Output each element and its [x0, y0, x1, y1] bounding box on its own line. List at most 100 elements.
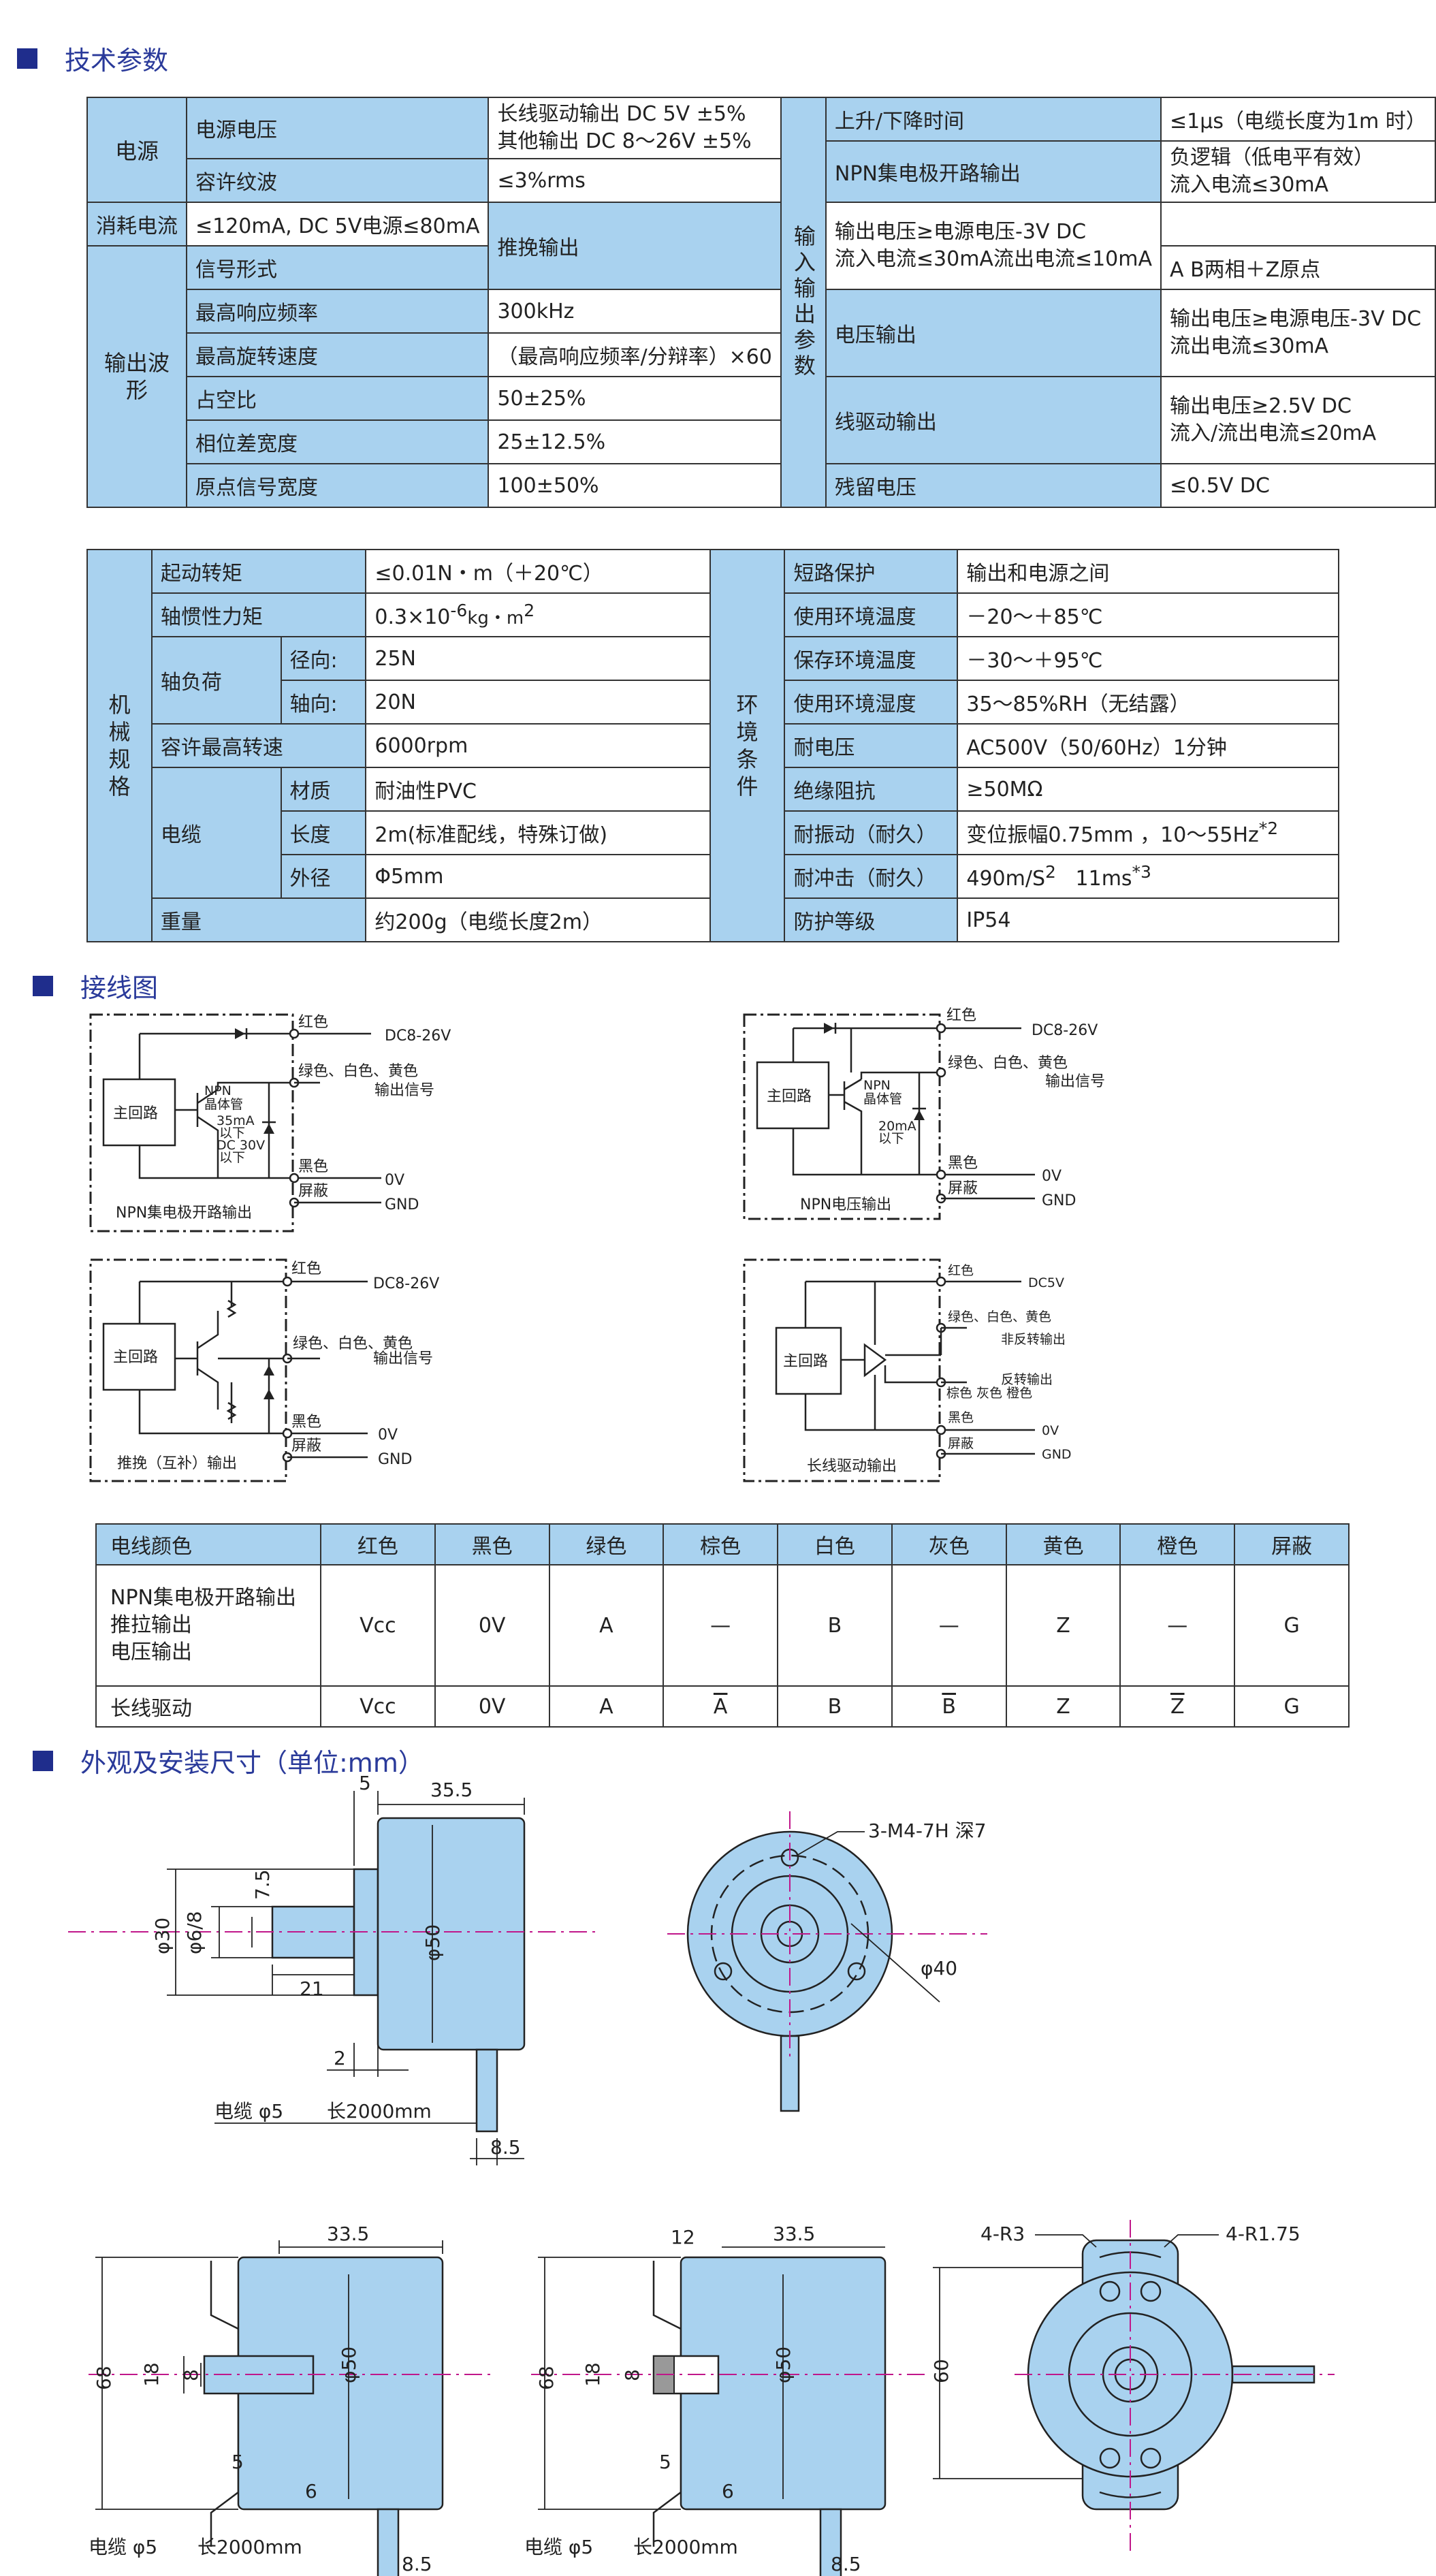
group-io: 输入输出参数 — [780, 97, 827, 508]
header-cell: 灰色 — [891, 1523, 1007, 1565]
dim-phi30: φ30 — [151, 1918, 174, 1954]
label-length: 长度 — [280, 810, 367, 855]
label-material: 材质 — [280, 767, 367, 812]
label-duty: 占空比 — [185, 376, 490, 421]
dim-7-5: 7.5 — [251, 1869, 274, 1900]
value-short: 输出和电源之间 — [957, 549, 1339, 594]
dim-4-r3: 4-R3 — [980, 2223, 1025, 2245]
dim-8-3: 8 — [621, 2369, 643, 2381]
dim-m4: 3-M4-7H 深7 — [868, 1819, 987, 1842]
dim-phi50-2: φ50 — [338, 2347, 360, 2383]
gnd-label: GND — [385, 1196, 419, 1213]
section-title-text: 接线图 — [80, 973, 159, 1003]
caption-linedriver: 长线驱动输出 — [807, 1458, 897, 1475]
label-max-speed: 最高旋转速度 — [185, 332, 490, 377]
dc-label: DC8-26V — [373, 1275, 439, 1292]
header-cell: 橙色 — [1119, 1523, 1236, 1565]
outsig-label: 输出信号 — [373, 1350, 433, 1367]
outsig-label: 输出信号 — [374, 1082, 434, 1099]
value-torque: ≤0.01N・m（＋20℃） — [365, 549, 711, 594]
dim-phi6-8: φ6/8 — [183, 1911, 206, 1954]
value-axial: 20N — [365, 680, 711, 725]
label-line-driver: 线驱动输出 — [825, 376, 1162, 464]
dim-68-3: 68 — [535, 2366, 558, 2390]
value-npn-oc: 负逻辑（低电平有效）流入电流≤30mA — [1160, 140, 1436, 203]
label-max-rpm: 容许最高转速 — [150, 723, 367, 768]
bgo-label: 棕色 灰色 橙色 — [946, 1386, 1032, 1401]
diagram-npn-v: 主回路 红色 DC8-26V 绿色、白色、黄色 输出信号 NPN 晶体管 20m… — [743, 1007, 1105, 1220]
value-residual: ≤0.5V DC — [1160, 463, 1436, 508]
dim-5: 5 — [359, 1772, 371, 1794]
table-cell: Vcc — [320, 1685, 436, 1728]
table-cell: 0V — [434, 1564, 550, 1687]
section-title-dims: 外观及安装尺寸（单位:mm） — [33, 1742, 424, 1779]
value-dia: Φ5mm — [365, 854, 711, 899]
label-ripple: 容许纹波 — [185, 158, 490, 203]
label-humid: 使用环境湿度 — [784, 680, 959, 725]
row-label-npn: NPN集电极开路输出推拉输出电压输出 — [95, 1564, 321, 1687]
inv-label: 反转输出 — [1001, 1372, 1053, 1387]
caption-pushpull: 推挽（互补）输出 — [117, 1455, 237, 1472]
below-label-2: 以下 — [219, 1150, 245, 1165]
value-consumption: ≤120mA, DC 5V电源≤80mA — [185, 202, 490, 247]
dc-label: DC8-26V — [385, 1028, 451, 1045]
main-circuit-label: 主回路 — [113, 1105, 158, 1122]
dim-35-5: 35.5 — [430, 1779, 473, 1801]
label-torque: 起动转矩 — [150, 549, 367, 594]
header-cell: 绿色 — [548, 1523, 665, 1565]
label-axial: 轴向: — [280, 680, 367, 725]
red-label: 红色 — [946, 1007, 976, 1024]
dim-18-3: 18 — [581, 2362, 604, 2387]
value-origin-width: 100±50% — [488, 463, 782, 508]
label-load: 轴负荷 — [150, 636, 282, 725]
dim-6: 6 — [305, 2480, 317, 2502]
table-cell: Z — [1005, 1685, 1121, 1728]
label-store: 保存环境温度 — [784, 636, 959, 681]
table-row: 长线驱动 Vcc 0V A A B B Z Z G — [95, 1685, 1350, 1728]
dc-label: DC8-26V — [1032, 1022, 1098, 1039]
dim-4-r175: 4-R1.75 — [1226, 2223, 1301, 2245]
label-max-freq: 最高响应频率 — [185, 289, 490, 334]
npn-label: NPN — [204, 1083, 232, 1098]
dim-60: 60 — [930, 2359, 953, 2383]
dim-5-3: 5 — [659, 2451, 671, 2473]
table-cell: — — [891, 1564, 1007, 1687]
label-insul: 绝缘阻抗 — [784, 767, 959, 812]
dim-5-2: 5 — [232, 2451, 244, 2473]
i20-label: 20mA — [878, 1119, 916, 1134]
dim-phi40: φ40 — [921, 1957, 957, 1979]
value-insul: ≥50MΩ — [957, 767, 1339, 812]
table-cell: Z — [1119, 1685, 1236, 1728]
table-cell: A — [663, 1685, 779, 1728]
value-radial: 25N — [365, 636, 711, 681]
table-cell: — — [663, 1564, 779, 1687]
header-cell: 白色 — [777, 1523, 893, 1565]
cable-len-label-3: 长2000mm — [633, 2536, 738, 2558]
header-cell: 屏蔽 — [1234, 1523, 1350, 1565]
dim-8-5-2: 8.5 — [402, 2553, 432, 2575]
dim-21: 21 — [300, 1977, 324, 2000]
drawing-front-2: 60 4-R3 4-R1.75 — [930, 2220, 1335, 2554]
group-power: 电源 — [86, 97, 187, 203]
dim-phi50-3: φ50 — [772, 2347, 795, 2383]
drawing-side-2: 68 18 8 33.5 φ50 5 6 8.5 电缆 φ5 长2000mm — [89, 2223, 490, 2576]
wire-color-table: 电线颜色 红色 黑色 绿色 棕色 白色 灰色 黄色 橙色 屏蔽 NPN集电极开路… — [95, 1523, 1350, 1728]
label-withstand: 耐电压 — [784, 723, 959, 768]
value-shock: 490m/S2 11ms*3 — [957, 854, 1339, 899]
spec-table-2: 机械规格 起动转矩 ≤0.01N・m（＋20℃） 环境条件 短路保护 输出和电源… — [86, 549, 1339, 942]
dim-6-3: 6 — [722, 2480, 734, 2502]
drawing-front-1: 3-M4-7H 深7 φ40 — [667, 1811, 987, 2112]
gwy-label: 绿色、白色、黄色 — [293, 1335, 413, 1352]
dim-8-5: 8.5 — [490, 2136, 521, 2159]
cable-label-1: 电缆 φ5 — [214, 2100, 283, 2122]
label-rise-time: 上升/下降时间 — [825, 97, 1162, 142]
dim-33-5: 33.5 — [327, 2223, 369, 2245]
header-cell: 红色 — [320, 1523, 436, 1565]
gnd-label: GND — [1042, 1447, 1072, 1462]
label-inertia: 轴惯性力矩 — [150, 592, 367, 637]
black-label: 黑色 — [948, 1410, 974, 1425]
below-label-1: 以下 — [219, 1126, 245, 1141]
label-voltage-out: 电压输出 — [825, 289, 1162, 377]
